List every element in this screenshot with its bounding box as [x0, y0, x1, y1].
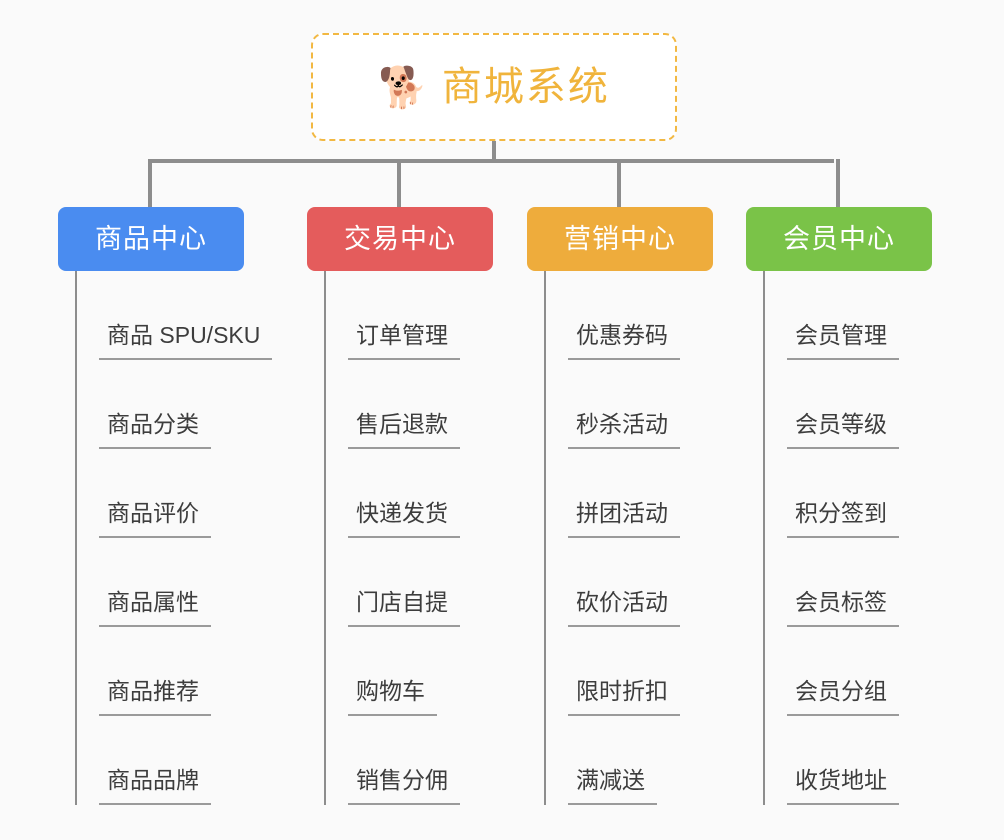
list-item[interactable]: 商品推荐 [77, 627, 244, 716]
list-item[interactable]: 优惠券码 [546, 271, 713, 360]
root-node-shop-system[interactable]: 🐕 商城系统 [311, 33, 677, 141]
leaf-list-marketing-center: 优惠券码 秒杀活动 拼团活动 砍价活动 限时折扣 满减送 [544, 271, 713, 805]
list-item[interactable]: 拼团活动 [546, 449, 713, 538]
list-item[interactable]: 订单管理 [326, 271, 493, 360]
connector-drop-trade-center [397, 159, 401, 207]
list-item[interactable]: 秒杀活动 [546, 360, 713, 449]
leaf-label: 满减送 [568, 769, 657, 805]
category-box-member-center[interactable]: 会员中心 [746, 207, 932, 271]
column-product-center: 商品中心 商品 SPU/SKU 商品分类 商品评价 商品属性 商品推荐 商品品牌 [58, 207, 273, 805]
category-title: 营销中心 [564, 223, 676, 254]
list-item[interactable]: 售后退款 [326, 360, 493, 449]
leaf-label: 门店自提 [348, 591, 460, 627]
list-item[interactable]: 销售分佣 [326, 716, 493, 805]
leaf-label: 会员分组 [787, 680, 899, 716]
column-trade-center: 交易中心 订单管理 售后退款 快递发货 门店自提 购物车 销售分佣 [307, 207, 493, 805]
leaf-label: 收货地址 [787, 769, 899, 805]
list-item[interactable]: 商品属性 [77, 538, 244, 627]
leaf-label: 商品品牌 [99, 769, 211, 805]
connector-horizontal-bar [148, 159, 834, 163]
leaf-label: 购物车 [348, 680, 437, 716]
leaf-label: 砍价活动 [568, 591, 680, 627]
list-item[interactable]: 会员分组 [765, 627, 932, 716]
leaf-label: 会员标签 [787, 591, 899, 627]
leaf-label: 销售分佣 [348, 769, 460, 805]
list-item[interactable]: 商品分类 [77, 360, 244, 449]
leaf-label: 会员等级 [787, 413, 899, 449]
leaf-list-product-center: 商品 SPU/SKU 商品分类 商品评价 商品属性 商品推荐 商品品牌 [75, 271, 273, 805]
list-item[interactable]: 会员管理 [765, 271, 932, 360]
connector-drop-marketing-center [617, 159, 621, 207]
leaf-label: 拼团活动 [568, 502, 680, 538]
leaf-label: 会员管理 [787, 324, 899, 360]
list-item[interactable]: 收货地址 [765, 716, 932, 805]
connector-drop-product-center [148, 159, 152, 207]
column-marketing-center: 营销中心 优惠券码 秒杀活动 拼团活动 砍价活动 限时折扣 满减送 [527, 207, 713, 805]
list-item[interactable]: 会员标签 [765, 538, 932, 627]
connector-drop-member-center [836, 159, 840, 207]
leaf-label: 商品属性 [99, 591, 211, 627]
leaf-label: 商品评价 [99, 502, 211, 538]
list-item[interactable]: 会员等级 [765, 360, 932, 449]
connector-root-stem [492, 141, 496, 162]
list-item[interactable]: 商品 SPU/SKU [77, 271, 273, 360]
list-item[interactable]: 满减送 [546, 716, 713, 805]
leaf-label: 快递发货 [348, 502, 460, 538]
list-item[interactable]: 快递发货 [326, 449, 493, 538]
category-title: 商品中心 [95, 223, 207, 254]
root-node-title: 商城系统 [441, 65, 610, 109]
leaf-label: 商品推荐 [99, 680, 211, 716]
list-item[interactable]: 商品品牌 [77, 716, 244, 805]
column-member-center: 会员中心 会员管理 会员等级 积分签到 会员标签 会员分组 收货地址 [746, 207, 932, 805]
category-box-marketing-center[interactable]: 营销中心 [527, 207, 713, 271]
leaf-list-trade-center: 订单管理 售后退款 快递发货 门店自提 购物车 销售分佣 [324, 271, 493, 805]
category-box-trade-center[interactable]: 交易中心 [307, 207, 493, 271]
list-item[interactable]: 门店自提 [326, 538, 493, 627]
leaf-list-member-center: 会员管理 会员等级 积分签到 会员标签 会员分组 收货地址 [763, 271, 932, 805]
leaf-label: 售后退款 [348, 413, 460, 449]
shiba-dog-icon: 🐕 [378, 66, 428, 110]
leaf-label: 优惠券码 [568, 324, 680, 360]
list-item[interactable]: 砍价活动 [546, 538, 713, 627]
leaf-label: 商品分类 [99, 413, 211, 449]
category-box-product-center[interactable]: 商品中心 [58, 207, 244, 271]
leaf-label: 商品 SPU/SKU [99, 324, 273, 360]
list-item[interactable]: 限时折扣 [546, 627, 713, 716]
category-title: 交易中心 [344, 223, 456, 254]
leaf-label: 秒杀活动 [568, 413, 680, 449]
list-item[interactable]: 购物车 [326, 627, 493, 716]
list-item[interactable]: 积分签到 [765, 449, 932, 538]
leaf-label: 限时折扣 [568, 680, 680, 716]
category-title: 会员中心 [783, 223, 895, 254]
leaf-label: 订单管理 [348, 324, 460, 360]
leaf-label: 积分签到 [787, 502, 899, 538]
list-item[interactable]: 商品评价 [77, 449, 244, 538]
